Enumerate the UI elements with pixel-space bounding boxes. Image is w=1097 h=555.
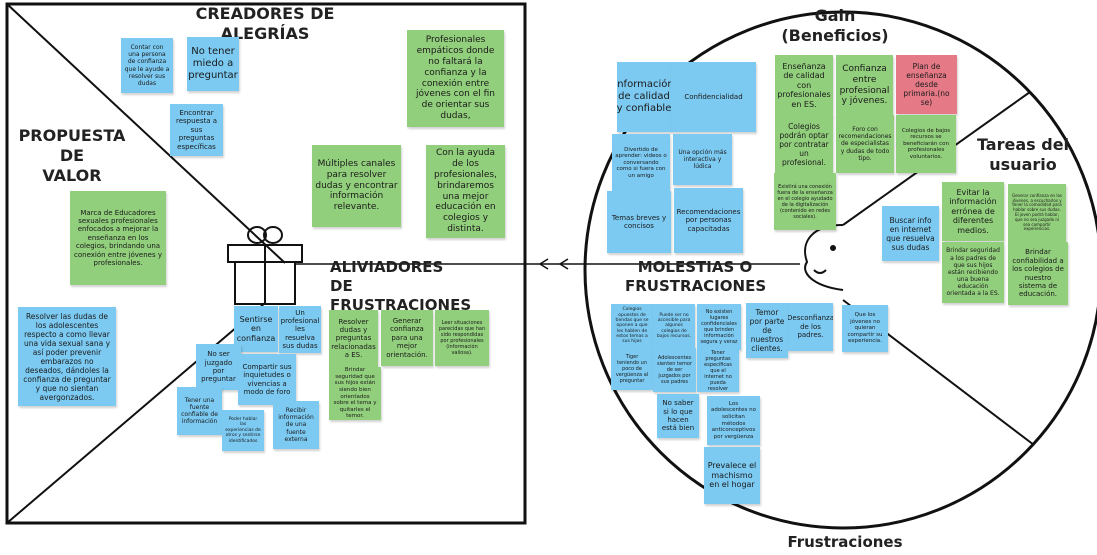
sticky-note: Encontrar respuesta a sus preguntas espe… [170,104,223,156]
aliviadores-title: ALIVIADORES DE FRUSTRACIONES [330,258,472,314]
sticky-note: Resolver dudas y preguntas relacionadas … [329,310,378,367]
sticky-note: Recibir información de una fuente extern… [273,401,319,449]
sticky-note: Brindar seguridad que sus hijos están si… [329,367,381,420]
sticky-note: Colegios de bajos recursos se beneficiar… [896,115,956,173]
sticky-note: Confidencialidad [671,62,756,132]
sticky-note: Evitar la información errónea de diferen… [942,182,1004,241]
sticky-note: Contar con una persona de confianza que … [121,38,173,93]
arrow-left-icon [538,258,549,270]
sticky-note: Prevalece el machismo en el hogar [704,447,760,504]
creadores-title: CREADORES DE ALEGRÍAS [195,4,335,43]
sticky-note: Tener preguntas específicas que el inter… [697,350,739,392]
sticky-note: Temor por parte de nuestros clientes. [746,303,788,358]
sticky-note: Temas breves y concisos [607,191,671,253]
sticky-note: Tiger teniendo un poco de vergüenza al p… [611,348,653,390]
sticky-note: Enseñanza de calidad con profesionales e… [775,55,833,116]
customer-face-icon [804,224,844,291]
sticky-note: Sentirse en confianza [234,306,278,352]
gift-icon [227,226,303,305]
sticky-note: Buscar info en internet que resuelva sus… [882,206,939,261]
sticky-note: Plan de enseñanza desde primaria.(no se) [896,55,957,114]
sticky-note: Adolescentes sienten temor de ser juzgad… [653,348,696,392]
sticky-note: Brindar seguridad a los padres de que su… [942,242,1004,303]
sticky-note: Generar confianza en los jóvenes, a escu… [1008,184,1066,242]
customer-profile-circle [583,10,1097,530]
frustraciones-title: Frustraciones [787,533,903,551]
sticky-note: Marca de Educadores sexuales profesional… [70,191,166,285]
square-divider-top [6,3,286,264]
molestias-title: MOLESTIAS O FRUSTRACIONES [625,258,767,295]
sticky-note: Información de calidad y confiable [617,62,671,132]
sticky-note: Generar confianza para una mejor orienta… [381,310,433,366]
sticky-note: Los adolescentes no solicitan métodos an… [707,396,760,445]
sticky-note: Una opción más interactiva y lúdica [673,134,732,185]
sticky-note: Colegios podrán optar por contratar un p… [775,115,833,173]
sticky-note: Colegios opuestos de tiendas que se opon… [611,304,653,348]
sticky-note: Compartir sus inquietudes o vivencias a … [238,354,296,405]
sticky-note: Tener una fuente confiable de informació… [177,387,222,435]
sticky-note: Múltiples canales para resolver dudas y … [312,145,401,227]
sticky-note: Leer situaciones parecidas que han sido … [435,310,489,366]
sticky-note: Foro con recomendaciones de especialista… [836,115,894,173]
sticky-note: Resolver las dudas de los adolescentes r… [18,307,116,406]
sticky-note: Que los jóvenes no quieran compartir su … [842,305,888,352]
propuesta-title: PROPUESTA DE VALOR [18,126,126,185]
sticky-note: Recomendaciones por personas capacitadas [674,188,743,253]
sticky-note: Confianza entre profesional y jóvenes. [836,55,893,116]
tareas-title: Tareas del usuario [976,135,1070,174]
sticky-note: Existirá una conexión fuera de la enseña… [774,173,836,230]
sticky-note: Brindar confiabilidad a los colegios de … [1008,242,1068,305]
sticky-note: Desconfianza de los padres. [788,303,833,351]
square-divider-bottom [6,302,266,524]
gain-title: Gain (Beneficios) [781,6,889,45]
sticky-note: No saber si lo que hacen está bien [657,394,699,438]
sticky-note: Con la ayuda de los profesionales, brind… [426,145,505,238]
sticky-note: Profesionales empáticos donde no faltará… [407,30,504,127]
sticky-note: Divertido de aprender: videos o conversa… [612,134,670,192]
sticky-note: Un profesional les resuelva sus dudas [279,306,321,353]
sticky-note: Poder hablar las experiencias de otros y… [222,410,264,451]
arrow-left-icon [558,258,569,270]
sticky-note: Puede ser no accesible para algunos cole… [653,304,695,348]
sticky-note: No ser juzgado por preguntar [196,344,241,390]
sticky-note: No existen lugares confidenciales que br… [697,304,741,350]
sticky-note: No tener miedo a preguntar [187,37,239,91]
